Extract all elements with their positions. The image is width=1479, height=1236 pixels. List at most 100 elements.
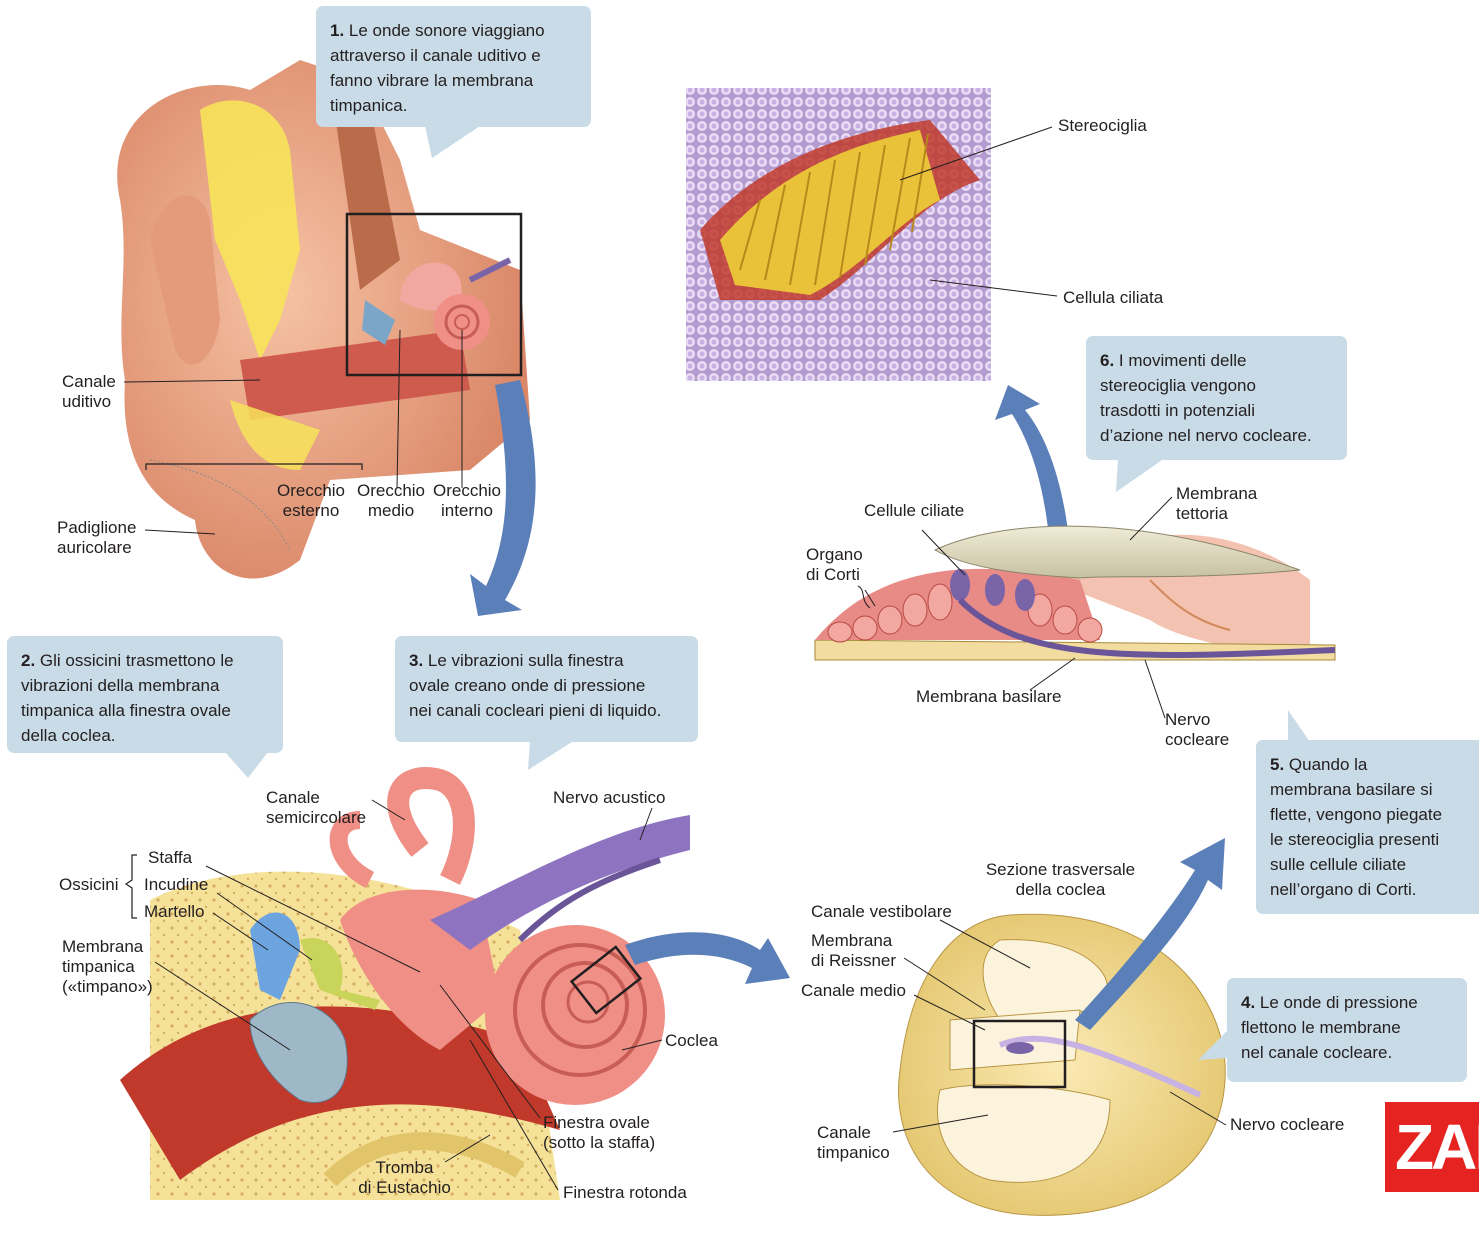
label-canale-uditivo-line-1: Canale bbox=[62, 372, 116, 392]
step-2-number: 2. bbox=[21, 651, 35, 670]
callout-step-4: 4. Le onde di pressione flettono le memb… bbox=[1227, 978, 1467, 1082]
label-canale-timpanico: Canale timpanico bbox=[817, 1123, 890, 1163]
label-nervo-acustico: Nervo acustico bbox=[553, 788, 665, 808]
label-membrana-reissner-line-2: di Reissner bbox=[811, 951, 896, 971]
label-cellule-ciliate: Cellule ciliate bbox=[864, 501, 964, 521]
ossicini-bracket bbox=[126, 855, 137, 918]
label-nervo-cocleare-top: Nervo cocleare bbox=[1165, 710, 1229, 750]
step-5-line-3: flette, vengono piegate bbox=[1270, 802, 1465, 827]
label-membrana-basilare: Membrana basilare bbox=[916, 687, 1062, 707]
step-5-line-4: le stereociglia presenti bbox=[1270, 827, 1465, 852]
label-finestra-rotonda: Finestra rotonda bbox=[563, 1183, 687, 1203]
label-membrana-reissner-line-1: Membrana bbox=[811, 931, 896, 951]
label-padiglione: Padiglione auricolare bbox=[57, 518, 136, 558]
step-2-line-1: Gli ossicini trasmettono le bbox=[40, 651, 234, 670]
label-membrana-tettoria-line-2: tettoria bbox=[1176, 504, 1257, 524]
label-membrana-timpanica-line-2: timpanica bbox=[62, 957, 153, 977]
step-1-line-1: Le onde sonore viaggiano bbox=[349, 21, 545, 40]
step-1-number: 1. bbox=[330, 21, 344, 40]
step-5-line-6: nell’organo di Corti. bbox=[1270, 877, 1465, 902]
label-incudine: Incudine bbox=[144, 875, 208, 895]
step-3-number: 3. bbox=[409, 651, 423, 670]
callout-step-6: 6. I movimenti delle stereociglia vengon… bbox=[1086, 336, 1347, 460]
step-3-line-1: Le vibrazioni sulla finestra bbox=[428, 651, 624, 670]
label-orecchio-esterno: Orecchio esterno bbox=[272, 481, 350, 521]
step-2-line-4: della coclea. bbox=[21, 723, 269, 748]
organ-of-corti-drawing bbox=[815, 526, 1335, 660]
label-orecchio-esterno-line-1: Orecchio bbox=[272, 481, 350, 501]
label-membrana-tettoria: Membrana tettoria bbox=[1176, 484, 1257, 524]
label-canale-semicircolare-line-2: semicircolare bbox=[266, 808, 366, 828]
step-5-number: 5. bbox=[1270, 755, 1284, 774]
label-padiglione-line-2: auricolare bbox=[57, 538, 136, 558]
step-6-line-1: I movimenti delle bbox=[1119, 351, 1247, 370]
step-4-line-3: nel canale cocleare. bbox=[1241, 1040, 1453, 1065]
label-membrana-timpanica: Membrana timpanica («timpano») bbox=[62, 937, 153, 997]
label-organo-corti-line-2: di Corti bbox=[806, 565, 863, 585]
label-padiglione-line-1: Padiglione bbox=[57, 518, 136, 538]
callout-step-5: 5. Quando la membrana basilare si flette… bbox=[1256, 740, 1479, 914]
label-orecchio-esterno-line-2: esterno bbox=[272, 501, 350, 521]
step-5-line-2: membrana basilare si bbox=[1270, 777, 1465, 802]
step-4-line-1: Le onde di pressione bbox=[1260, 993, 1418, 1012]
label-nervo-cocleare-top-line-1: Nervo bbox=[1165, 710, 1229, 730]
label-canale-uditivo-line-2: uditivo bbox=[62, 392, 116, 412]
label-martello: Martello bbox=[144, 902, 204, 922]
stereocilia-micrograph bbox=[686, 88, 991, 381]
label-membrana-reissner: Membrana di Reissner bbox=[811, 931, 896, 971]
label-cellula-ciliata: Cellula ciliata bbox=[1063, 288, 1163, 308]
step-5-line-1: Quando la bbox=[1289, 755, 1367, 774]
label-sezione-line-2: della coclea bbox=[973, 880, 1148, 900]
step-3-line-2: ovale creano onde di pressione bbox=[409, 673, 684, 698]
callout-step-3: 3. Le vibrazioni sulla finestra ovale cr… bbox=[395, 636, 698, 742]
label-orecchio-interno-line-2: interno bbox=[428, 501, 506, 521]
step-6-line-4: d’azione nel nervo cocleare. bbox=[1100, 423, 1333, 448]
label-orecchio-medio: Orecchio medio bbox=[352, 481, 430, 521]
label-membrana-timpanica-line-3: («timpano») bbox=[62, 977, 153, 997]
step-1-line-3: fanno vibrare la membrana bbox=[330, 68, 577, 93]
callout-step-2: 2. Gli ossicini trasmettono le vibrazion… bbox=[7, 636, 283, 753]
step-3-line-3: nei canali cocleari pieni di liquido. bbox=[409, 698, 684, 723]
label-orecchio-interno: Orecchio interno bbox=[428, 481, 506, 521]
step-4-number: 4. bbox=[1241, 993, 1255, 1012]
label-staffa: Staffa bbox=[148, 848, 192, 868]
label-finestra-ovale-line-1: Finestra ovale bbox=[543, 1113, 655, 1133]
label-organo-corti: Organo di Corti bbox=[806, 545, 863, 585]
step-2-line-3: timpanica alla finestra ovale bbox=[21, 698, 269, 723]
step-6-line-3: trasdotti in potenziali bbox=[1100, 398, 1333, 423]
step-4-line-2: flettono le membrane bbox=[1241, 1015, 1453, 1040]
label-canale-vestibolare: Canale vestibolare bbox=[811, 902, 952, 922]
label-stereociglia: Stereociglia bbox=[1058, 116, 1147, 136]
label-canale-semicircolare-line-1: Canale bbox=[266, 788, 366, 808]
label-canale-medio: Canale medio bbox=[801, 981, 906, 1001]
label-canale-timpanico-line-1: Canale bbox=[817, 1123, 890, 1143]
label-canale-uditivo: Canale uditivo bbox=[62, 372, 116, 412]
label-canale-timpanico-line-2: timpanico bbox=[817, 1143, 890, 1163]
label-tromba-line-1: Tromba bbox=[352, 1158, 457, 1178]
label-membrana-timpanica-line-1: Membrana bbox=[62, 937, 153, 957]
publisher-logo: ZAN bbox=[1385, 1102, 1479, 1192]
step-6-number: 6. bbox=[1100, 351, 1114, 370]
label-finestra-ovale: Finestra ovale (sotto la staffa) bbox=[543, 1113, 655, 1153]
step-6-line-2: stereociglia vengono bbox=[1100, 373, 1333, 398]
label-orecchio-medio-line-2: medio bbox=[352, 501, 430, 521]
label-nervo-cocleare-top-line-2: cocleare bbox=[1165, 730, 1229, 750]
callout-step-1: 1. Le onde sonore viaggiano attraverso i… bbox=[316, 6, 591, 127]
label-nervo-cocleare-bottom: Nervo cocleare bbox=[1230, 1115, 1344, 1135]
label-coclea: Coclea bbox=[665, 1031, 718, 1051]
step-1-line-2: attraverso il canale uditivo e bbox=[330, 43, 577, 68]
label-tromba-line-2: di Eustachio bbox=[352, 1178, 457, 1198]
step-1-line-4: timpanica. bbox=[330, 93, 577, 118]
label-sezione-trasversale: Sezione trasversale della coclea bbox=[973, 860, 1148, 900]
step-2-line-2: vibrazioni della membrana bbox=[21, 673, 269, 698]
label-sezione-line-1: Sezione trasversale bbox=[973, 860, 1148, 880]
label-organo-corti-line-1: Organo bbox=[806, 545, 863, 565]
label-ossicini: Ossicini bbox=[59, 875, 119, 895]
label-membrana-tettoria-line-1: Membrana bbox=[1176, 484, 1257, 504]
cochlea-cross-section bbox=[899, 914, 1226, 1215]
label-orecchio-interno-line-1: Orecchio bbox=[428, 481, 506, 501]
step-5-line-5: sulle cellule ciliate bbox=[1270, 852, 1465, 877]
label-orecchio-medio-line-1: Orecchio bbox=[352, 481, 430, 501]
label-tromba-eustachio: Tromba di Eustachio bbox=[352, 1158, 457, 1198]
label-finestra-ovale-line-2: (sotto la staffa) bbox=[543, 1133, 655, 1153]
